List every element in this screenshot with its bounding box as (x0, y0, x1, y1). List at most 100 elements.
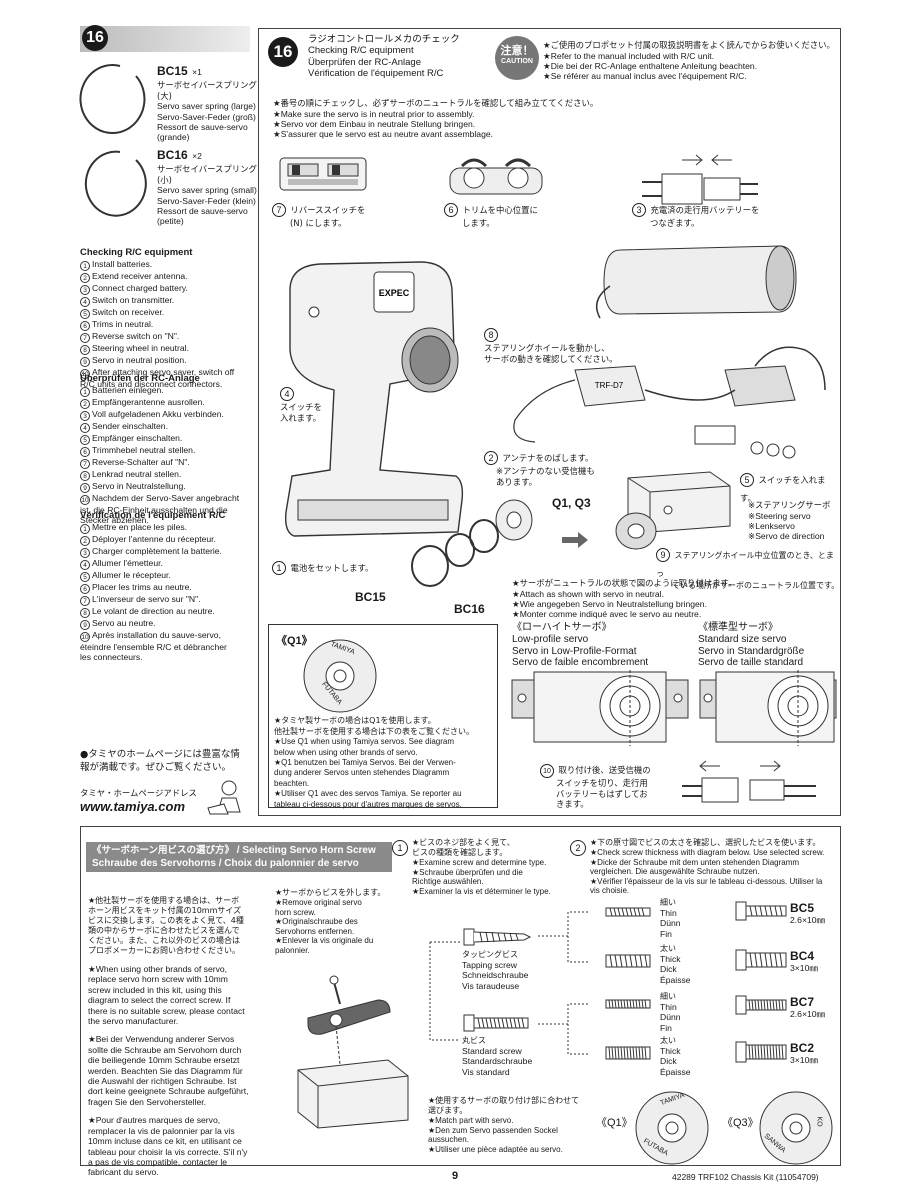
step7-text1: リバーススイッチを (290, 205, 366, 215)
match-1: 選びます。 (428, 1106, 468, 1115)
bottom-q3-part-image (759, 1091, 833, 1165)
b2-2: ★Dicke der Schraube mit dem unten stehen… (590, 857, 800, 867)
step8-label: 8 ステアリングホイールを動かし、 サーボの動きを確認してください。 (484, 325, 664, 364)
thick2-de: Dick (660, 1056, 677, 1067)
checking-de-title: Überprüfen der RC-Anlage (80, 373, 200, 384)
left-en-2: screw included in this kit, using this (88, 984, 222, 995)
thick2-en: Thick (660, 1046, 681, 1056)
transmitter-image: EXPEC (284, 261, 464, 537)
caution-text-fr: ★Se référer au manual inclus avec l'équi… (543, 71, 747, 82)
step2-text3: あります。 (496, 476, 538, 487)
caution-text-block: ★ご使用のプロポセット付属の取扱説明書をよく読んでからお使いください。 ★Ref… (543, 40, 839, 82)
bottom-step2-text: ★下の原寸図でビスの太さを確認し、選択したビスを使います。 ★Check scr… (590, 838, 838, 896)
bc15-fr1: Ressort de sauve-servo (157, 122, 248, 132)
main-step-box (258, 28, 841, 816)
disconnect-connector-image (682, 760, 816, 803)
steering-servo-label: ※ステアリングサーボ ※Steering servo ※Lenkservo ※S… (748, 500, 838, 542)
bc4-label: BC4 3×10㎜ (790, 950, 818, 974)
bc15-code: BC15 (157, 64, 188, 78)
steering-servo-en: ※Steering servo (748, 510, 811, 521)
list-item: éteindre l'ensemble R/C et débrancher (80, 642, 227, 652)
left-de-3: werden. Beachten Sie das Diagramm für (88, 1065, 243, 1076)
checking-en-title: Checking R/C equipment (80, 247, 193, 258)
bc16-fr2: (petite) (157, 216, 184, 227)
left-fr-4: a pas de vis compatible, contacter le (88, 1156, 228, 1167)
match-0: ★使用するサーボの取り付け部に合わせて (428, 1096, 580, 1105)
step3-text2: つなぎます。 (650, 218, 700, 228)
rm-3: ★Originalschraube des (275, 917, 358, 926)
homepage-label: タミヤ・ホームページアドレス (80, 788, 197, 798)
steering-servo-image (627, 471, 731, 533)
reverse-switch-image (279, 157, 367, 191)
bc7-screw-image (735, 995, 787, 1015)
battery-pack-image (595, 245, 797, 319)
left-en-1: replace servo horn screw with 10mm (88, 974, 228, 985)
attach-en: ★Attach as shown with servo in neutral. (512, 588, 664, 599)
bc15-jp2: (大) (157, 90, 172, 101)
tapping-screw-label: タッピングビス Tapping screw Schneidschraube Vi… (462, 950, 552, 991)
thin1-de: Dünn (660, 918, 681, 929)
bc15-jp1: サーボセイバースプリング (157, 80, 257, 90)
step8-number: 8 (484, 328, 498, 342)
thin1-fr: Fin (660, 928, 672, 939)
bottom-left-text: ★他社製サーボを使用する場合は、サーボ ホーン用ビスをキット付属の10mmサイズ… (88, 896, 264, 1178)
q1-text-0: ★タミヤ製サーボの場合はQ1を使用します。 (274, 716, 436, 725)
standard-screw-image (463, 1014, 529, 1032)
thick2-jp: 太い (660, 1036, 676, 1045)
step1-label: 1 電池をセットします。 (272, 558, 412, 576)
tapping-fr: Vis taraudeuse (462, 980, 520, 991)
step3-text1: 充電済の走行用バッテリーを (650, 205, 760, 215)
bc2-size: 3×10㎜ (790, 1055, 818, 1065)
servo-with-horn-image (297, 975, 409, 1129)
note-jp: ★番号の順にチェックし、必ずサーボのニュートラルを確認して組み立ててください。 (273, 98, 599, 108)
homepage-url-link[interactable]: www.tamiya.com (80, 798, 185, 814)
homepage-block: ●タミヤのホームページには豊富な情 報が満載です。ぜひご覧ください。 タミヤ・ホ… (80, 748, 260, 815)
b1-1: ビスの種類を確認します。 (412, 848, 508, 857)
bc16-ring-image (84, 150, 147, 217)
bottom-q1-label: 《Q1》 (596, 1117, 633, 1129)
step10-text3: バッテリーもはずしてお (556, 788, 648, 799)
q1-text-6: beachten. (274, 778, 310, 788)
bottom-box (80, 826, 841, 1166)
bc16-jp2: (小) (157, 174, 172, 185)
thin-label-2: 細い Thin Dünn Fin (660, 992, 710, 1033)
svg-text:TRF-D7: TRF-D7 (595, 381, 624, 390)
arrow-right-icon (562, 532, 588, 548)
bc15-en: Servo saver spring (large) (157, 101, 256, 112)
bc2-label: BC2 3×10㎜ (790, 1042, 818, 1066)
match-2: ★Match part with servo. (428, 1116, 514, 1125)
thin-tapping-thread-image (605, 907, 651, 917)
step9-text1: ステアリングホイール中立位置のとき、とまっ (656, 551, 834, 578)
note-fr: ★S'assurer que le servo est au neutre av… (273, 129, 494, 140)
bc5-code: BC5 (790, 901, 815, 915)
bc7-size: 2.6×10㎜ (790, 1009, 826, 1019)
left-jp-0: ★他社製サーボを使用する場合は、サーボ (88, 896, 240, 905)
q1-text-4: ★Q1 benutzen bei Tamiya Servos. Bei der … (274, 758, 456, 767)
step10-text1: 取り付け後、送受信機の (558, 765, 651, 775)
standard-screw-label: 丸ビス Standard screw Standardschraube Vis … (462, 1036, 552, 1077)
bc16-fr1: Ressort de sauve-servo (157, 206, 248, 216)
standard-label: 《標準型サーボ》 Standard size servo Servo in St… (698, 622, 838, 669)
bc4-size: 3×10㎜ (790, 963, 818, 973)
bc16-en: Servo saver spring (small) (157, 185, 257, 196)
q1-box-label: 《Q1》 (276, 635, 313, 647)
step9-text2: ている場所がサーボのニュートラル位置です。 (672, 581, 840, 590)
left-en-5: the servo manufacturer. (88, 1016, 179, 1027)
bottom-step1-text: ★ビスのネジ部をよく見て、 ビスの種類を確認します。 ★Examine scre… (412, 838, 572, 896)
thick1-fr: Épaisse (660, 974, 691, 985)
q1-text-8: tableau ci-dessous pour d'autres marques… (274, 799, 462, 809)
match-part-text: ★使用するサーボの取り付け部に合わせて 選びます。 ★Match part wi… (428, 1096, 608, 1154)
main-title-block: ラジオコントロールメカのチェック Checking R/C equipment … (308, 34, 498, 80)
